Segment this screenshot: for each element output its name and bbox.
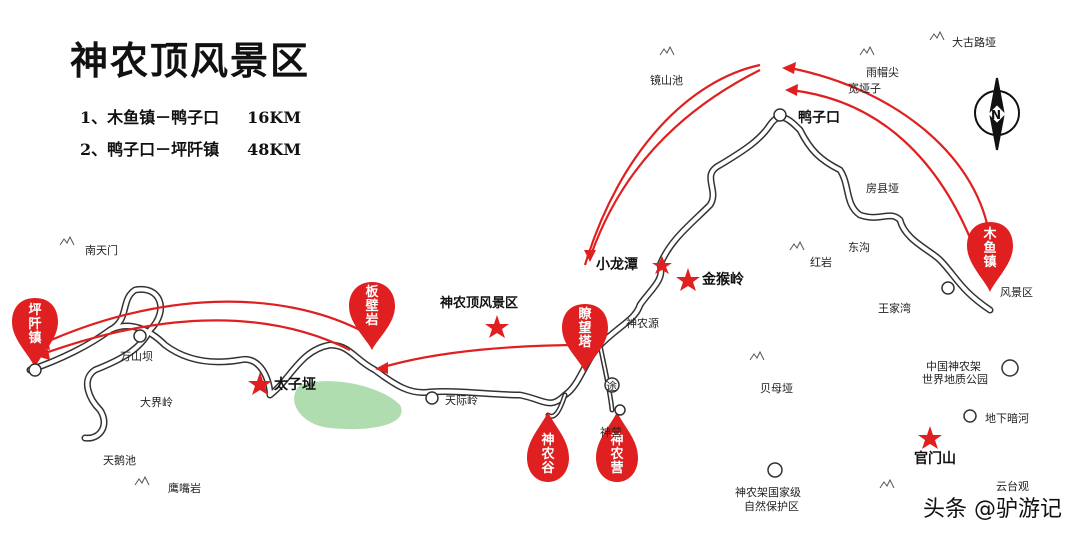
label-xiaolongtan: 小龙潭 [596, 257, 638, 273]
label-jingshanchi: 镜山池 [650, 74, 683, 87]
label-fengjingqu: 风景区 [1000, 286, 1033, 299]
route-1: 1、木鱼镇－鸭子口 16KM [80, 104, 301, 128]
pin-liaowangta[interactable]: 瞭望塔 [578, 307, 592, 350]
pin-shennongying-shape [596, 412, 638, 482]
pin-shennonggu[interactable]: 神农谷 [541, 433, 555, 476]
star-taiziya [248, 372, 272, 395]
pin-shennongying[interactable]: 神农营 [610, 433, 624, 476]
label-zhongguoshennongjia: 中国神农架 [926, 360, 981, 373]
label-tuzhan: 途 [606, 380, 617, 393]
route-2: 2、鸭子口－坪阡镇 48KM [80, 136, 301, 160]
route-arrow-yazi-xiaolongtan-1 [588, 69, 761, 259]
label-hongyan: 红岩 [810, 256, 832, 269]
route-arrow-to-pinqian-1 [39, 300, 361, 347]
route-2-distance: 48KM [247, 140, 302, 159]
label-taiziya: 太子垭 [274, 377, 316, 393]
pin-banbiyan-shape [349, 282, 395, 350]
label-guanmenshan: 官门山 [914, 451, 956, 467]
label-dongou: 东沟 [848, 241, 870, 254]
label-fangxianya: 房县垭 [866, 182, 899, 195]
label-geopark: 世界地质公园 [922, 373, 988, 386]
pin-pinqianzhen[interactable]: 坪阡镇 [28, 303, 42, 346]
pin-liaowangta-shape [562, 304, 608, 372]
road-network [26, 113, 994, 442]
house-icon-shennongying [614, 404, 626, 416]
house-icon-fengjingqu [941, 281, 955, 295]
label-dixiaanhe: 地下暗河 [985, 412, 1029, 425]
poi-icons [28, 108, 1019, 478]
house-icon-reserve [767, 462, 783, 478]
label-reserve-2: 自然保护区 [744, 500, 799, 513]
route-arrow-to-pinqian-2 [39, 319, 351, 357]
route-arrow-yazi-xiaolongtan-2 [583, 63, 761, 266]
label-yingzuiyan: 鹰嘴岩 [168, 482, 201, 495]
label-dagulu: 大古路垭 [952, 36, 996, 49]
label-reserve-1: 神农架国家级 [735, 486, 801, 499]
label-wanshan: 万山坝 [120, 350, 153, 363]
location-pins [12, 222, 1013, 482]
label-yumaojian: 雨帽尖 [866, 66, 899, 79]
pin-muyuzhen-shape [967, 222, 1013, 292]
label-yaziko: 鸭子口 [798, 110, 840, 126]
pin-banbiyan[interactable]: 板壁岩 [365, 285, 379, 328]
label-beimuya: 贝母垭 [760, 382, 793, 395]
label-shennongying-small: 神营 [600, 426, 622, 439]
star-guanmenshan [918, 426, 942, 449]
house-icon-geopark [1001, 359, 1019, 377]
route-arrow-muyu-yazi-1 [789, 66, 992, 241]
pin-shennonggu-shape [527, 412, 569, 482]
label-wangjiawan: 王家湾 [878, 302, 911, 315]
house-icon-tianji [425, 391, 439, 405]
label-tianehchi: 天鹅池 [103, 454, 136, 467]
house-icon-tuzhan [604, 377, 620, 393]
star-markers [248, 256, 942, 449]
route-1-name: 1、木鱼镇－鸭子口 [80, 108, 220, 127]
pin-pinqianzhen-shape [12, 298, 58, 368]
label-jinhouling: 金猴岭 [702, 272, 744, 288]
house-icon-wanshan [133, 329, 147, 343]
route-arrows [39, 63, 992, 370]
route-1-distance: 16KM [247, 108, 302, 127]
label-dajieling: 大界岭 [140, 396, 173, 409]
label-yuntaiguan: 云台观 [996, 480, 1029, 493]
label-tianjiling: 天际岭 [445, 394, 478, 407]
route-arrow-to-banbiyan [379, 343, 586, 370]
label-fangxianzi: 宽垭子 [848, 82, 881, 95]
north-label: N [991, 108, 1002, 122]
mountain-icons [59, 30, 945, 489]
star-jinhouling [676, 268, 700, 291]
label-shennongyuan: 神农源 [626, 317, 659, 330]
house-icon-pinqian [28, 363, 42, 377]
star-shennongding [485, 315, 509, 338]
house-icon-dixiaanhe [963, 409, 977, 423]
north-arrow [974, 77, 1020, 151]
star-xiaolongtan [652, 256, 672, 274]
route-arrow-muyu-yazi-2 [789, 88, 977, 251]
watermark: 头条 @驴游记 [923, 497, 1062, 522]
route-2-name: 2、鸭子口－坪阡镇 [80, 140, 220, 159]
pin-muyuzhen[interactable]: 木鱼镇 [983, 227, 997, 270]
map-title: 神农顶风景区 [70, 39, 311, 83]
label-nantianmen: 南天门 [85, 244, 118, 257]
label-shennongding-area: 神农顶风景区 [440, 296, 519, 311]
forest-area [294, 381, 402, 430]
house-icon-yazi [773, 108, 787, 122]
